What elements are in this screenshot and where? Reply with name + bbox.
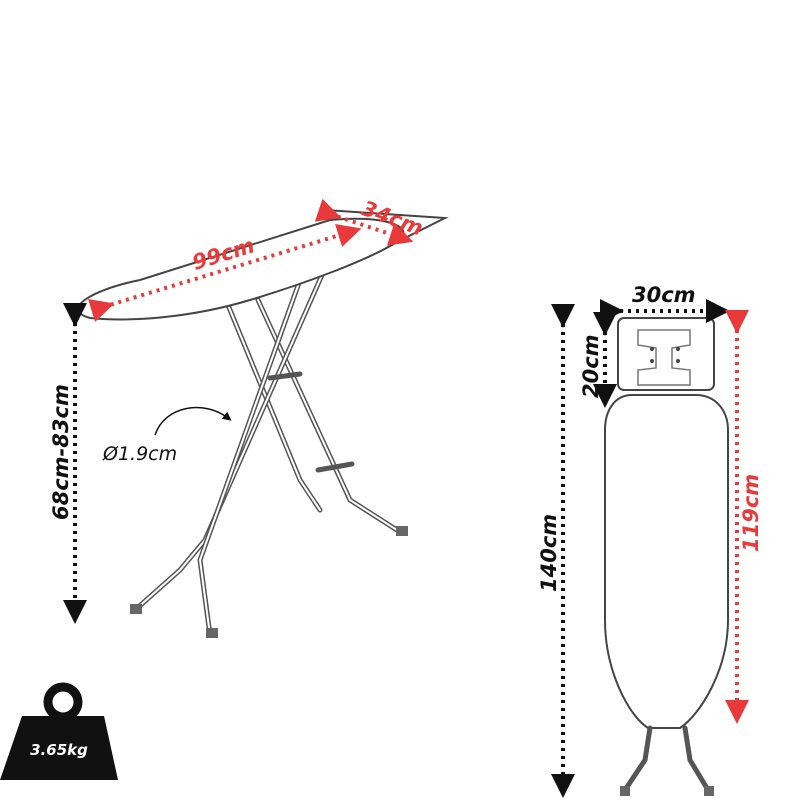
- top-view-board: [604, 317, 729, 796]
- side-view-legs: [130, 272, 408, 638]
- top-rest-depth-label: 20cm: [579, 334, 603, 398]
- board-length-dimension: [88, 224, 362, 322]
- weight-icon: 3.65kg: [0, 682, 118, 780]
- tube-diameter-label: Ø1.9cm: [102, 443, 177, 465]
- height-range-label: 68cm-83cm: [49, 384, 73, 520]
- total-length-label: 140cm: [537, 514, 561, 592]
- curved-arrow-icon: [154, 406, 232, 436]
- weight-label: 3.65kg: [30, 741, 88, 759]
- board-length-top-label: 119cm: [739, 474, 763, 552]
- top-rest-width-label: 30cm: [632, 283, 696, 307]
